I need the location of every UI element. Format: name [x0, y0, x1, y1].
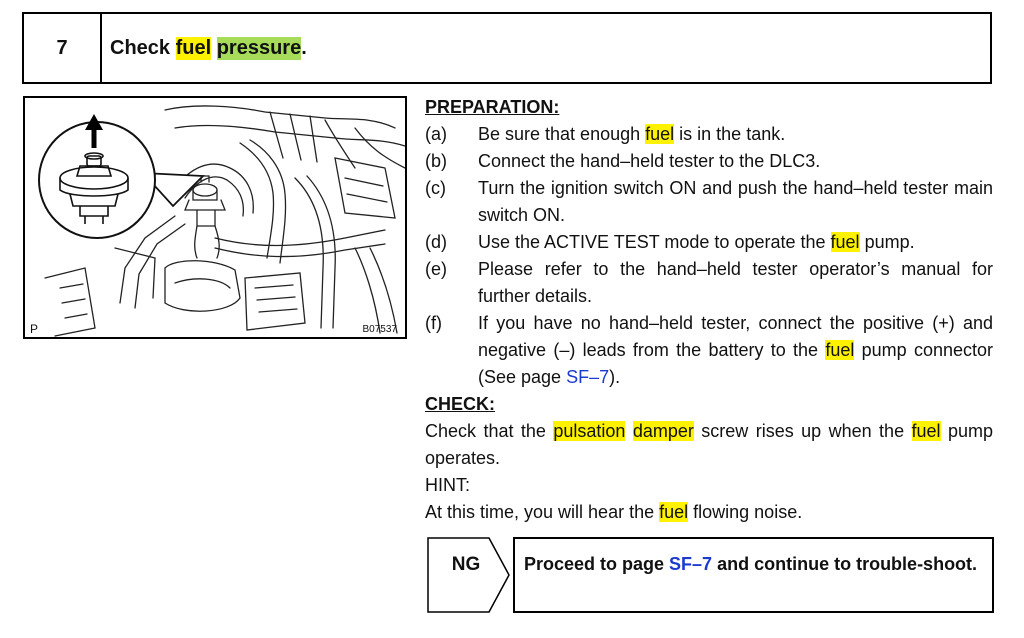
fuel-highlight: fuel [911, 421, 941, 441]
step-title-pressure: pressure [216, 36, 302, 60]
check-text: Check that the pulsation damper screw ri… [425, 418, 993, 472]
ng-arrow-icon [427, 537, 510, 613]
check-text-space [625, 421, 632, 441]
list-item: (b) Connect the hand–held tester to the … [425, 148, 993, 175]
item-text-pre: Be sure that enough [478, 124, 646, 144]
hint-heading: HINT: [425, 475, 470, 495]
item-label: (f) [425, 313, 442, 333]
item-label: (a) [425, 124, 447, 144]
item-label: (d) [425, 232, 447, 252]
page-link-sf7[interactable]: SF–7 [669, 554, 713, 574]
page-link-sf7[interactable]: SF–7 [566, 367, 610, 387]
check-heading: CHECK: [425, 394, 495, 414]
item-text-mid: pump connector (See page [478, 340, 999, 387]
item-label: (e) [425, 259, 447, 279]
ng-result-block: NG Proceed to page SF–7 and continue to … [427, 537, 994, 614]
item-label: (b) [425, 151, 447, 171]
ng-text-pre: Proceed to page [524, 554, 670, 574]
fuel-highlight: fuel [830, 232, 860, 252]
step-title-suffix: . [301, 36, 307, 59]
check-text-pre: Check that the [425, 421, 554, 441]
item-text-post: pump. [859, 232, 915, 252]
fuel-highlight: fuel [645, 124, 675, 144]
item-text: Turn the ignition switch ON and push the… [478, 178, 993, 225]
item-text: Please refer to the hand–held tester ope… [478, 259, 993, 306]
item-text-pre: If you have no hand–held tester, connect… [478, 313, 999, 360]
list-item: (d) Use the ACTIVE TEST mode to operate … [425, 229, 993, 256]
item-text-post: ). [609, 367, 621, 387]
list-item: (f) If you have no hand–held tester, con… [425, 310, 993, 391]
illustration-figure: P B07537 [23, 96, 407, 339]
item-label: (c) [425, 178, 446, 198]
fuel-pressure-pulsation-damper-illustration [38, 105, 405, 337]
item-text: Be sure that enough fuel is in the tank. [478, 121, 993, 148]
hint-text: At this time, you will hear the fuel flo… [425, 499, 993, 526]
preparation-heading: PREPARATION: [425, 97, 560, 117]
list-item: (c) Turn the ignition switch ON and push… [425, 175, 993, 229]
hint-text-pre: At this time, you will hear the [425, 502, 660, 522]
step-title-prefix: Check [110, 36, 176, 59]
step-number: 7 [24, 14, 102, 82]
ng-label: NG [451, 554, 481, 575]
hint-text-post: flowing noise. [688, 502, 803, 522]
item-text: If you have no hand–held tester, connect… [478, 310, 993, 391]
item-text: Connect the hand–held tester to the DLC3… [478, 151, 821, 171]
check-text-mid: screw rises up when the [693, 421, 912, 441]
check-text-post: pump operates. [425, 421, 999, 468]
step-title-fuel: fuel [175, 36, 212, 60]
item-text: Use the ACTIVE TEST mode to operate the … [478, 229, 993, 256]
fuel-highlight: fuel [659, 502, 689, 522]
list-item: (a) Be sure that enough fuel is in the t… [425, 121, 993, 148]
damper-highlight: damper [632, 421, 694, 441]
figure-corner-tag: P [30, 322, 39, 336]
step-title: Check fuel pressure. [102, 14, 307, 82]
ng-text-post: and continue to trouble-shoot. [712, 554, 978, 574]
item-text-pre: Use the ACTIVE TEST mode to operate the [478, 232, 831, 252]
item-text-post: is in the tank. [674, 124, 786, 144]
instruction-text: PREPARATION: (a) Be sure that enough fue… [425, 94, 993, 526]
pulsation-highlight: pulsation [553, 421, 626, 441]
ng-instruction: Proceed to page SF–7 and continue to tro… [513, 537, 994, 613]
step-header: 7 Check fuel pressure. [22, 12, 992, 84]
figure-image-id: B07537 [362, 324, 397, 335]
fuel-highlight: fuel [825, 340, 855, 360]
list-item: (e) Please refer to the hand–held tester… [425, 256, 993, 310]
